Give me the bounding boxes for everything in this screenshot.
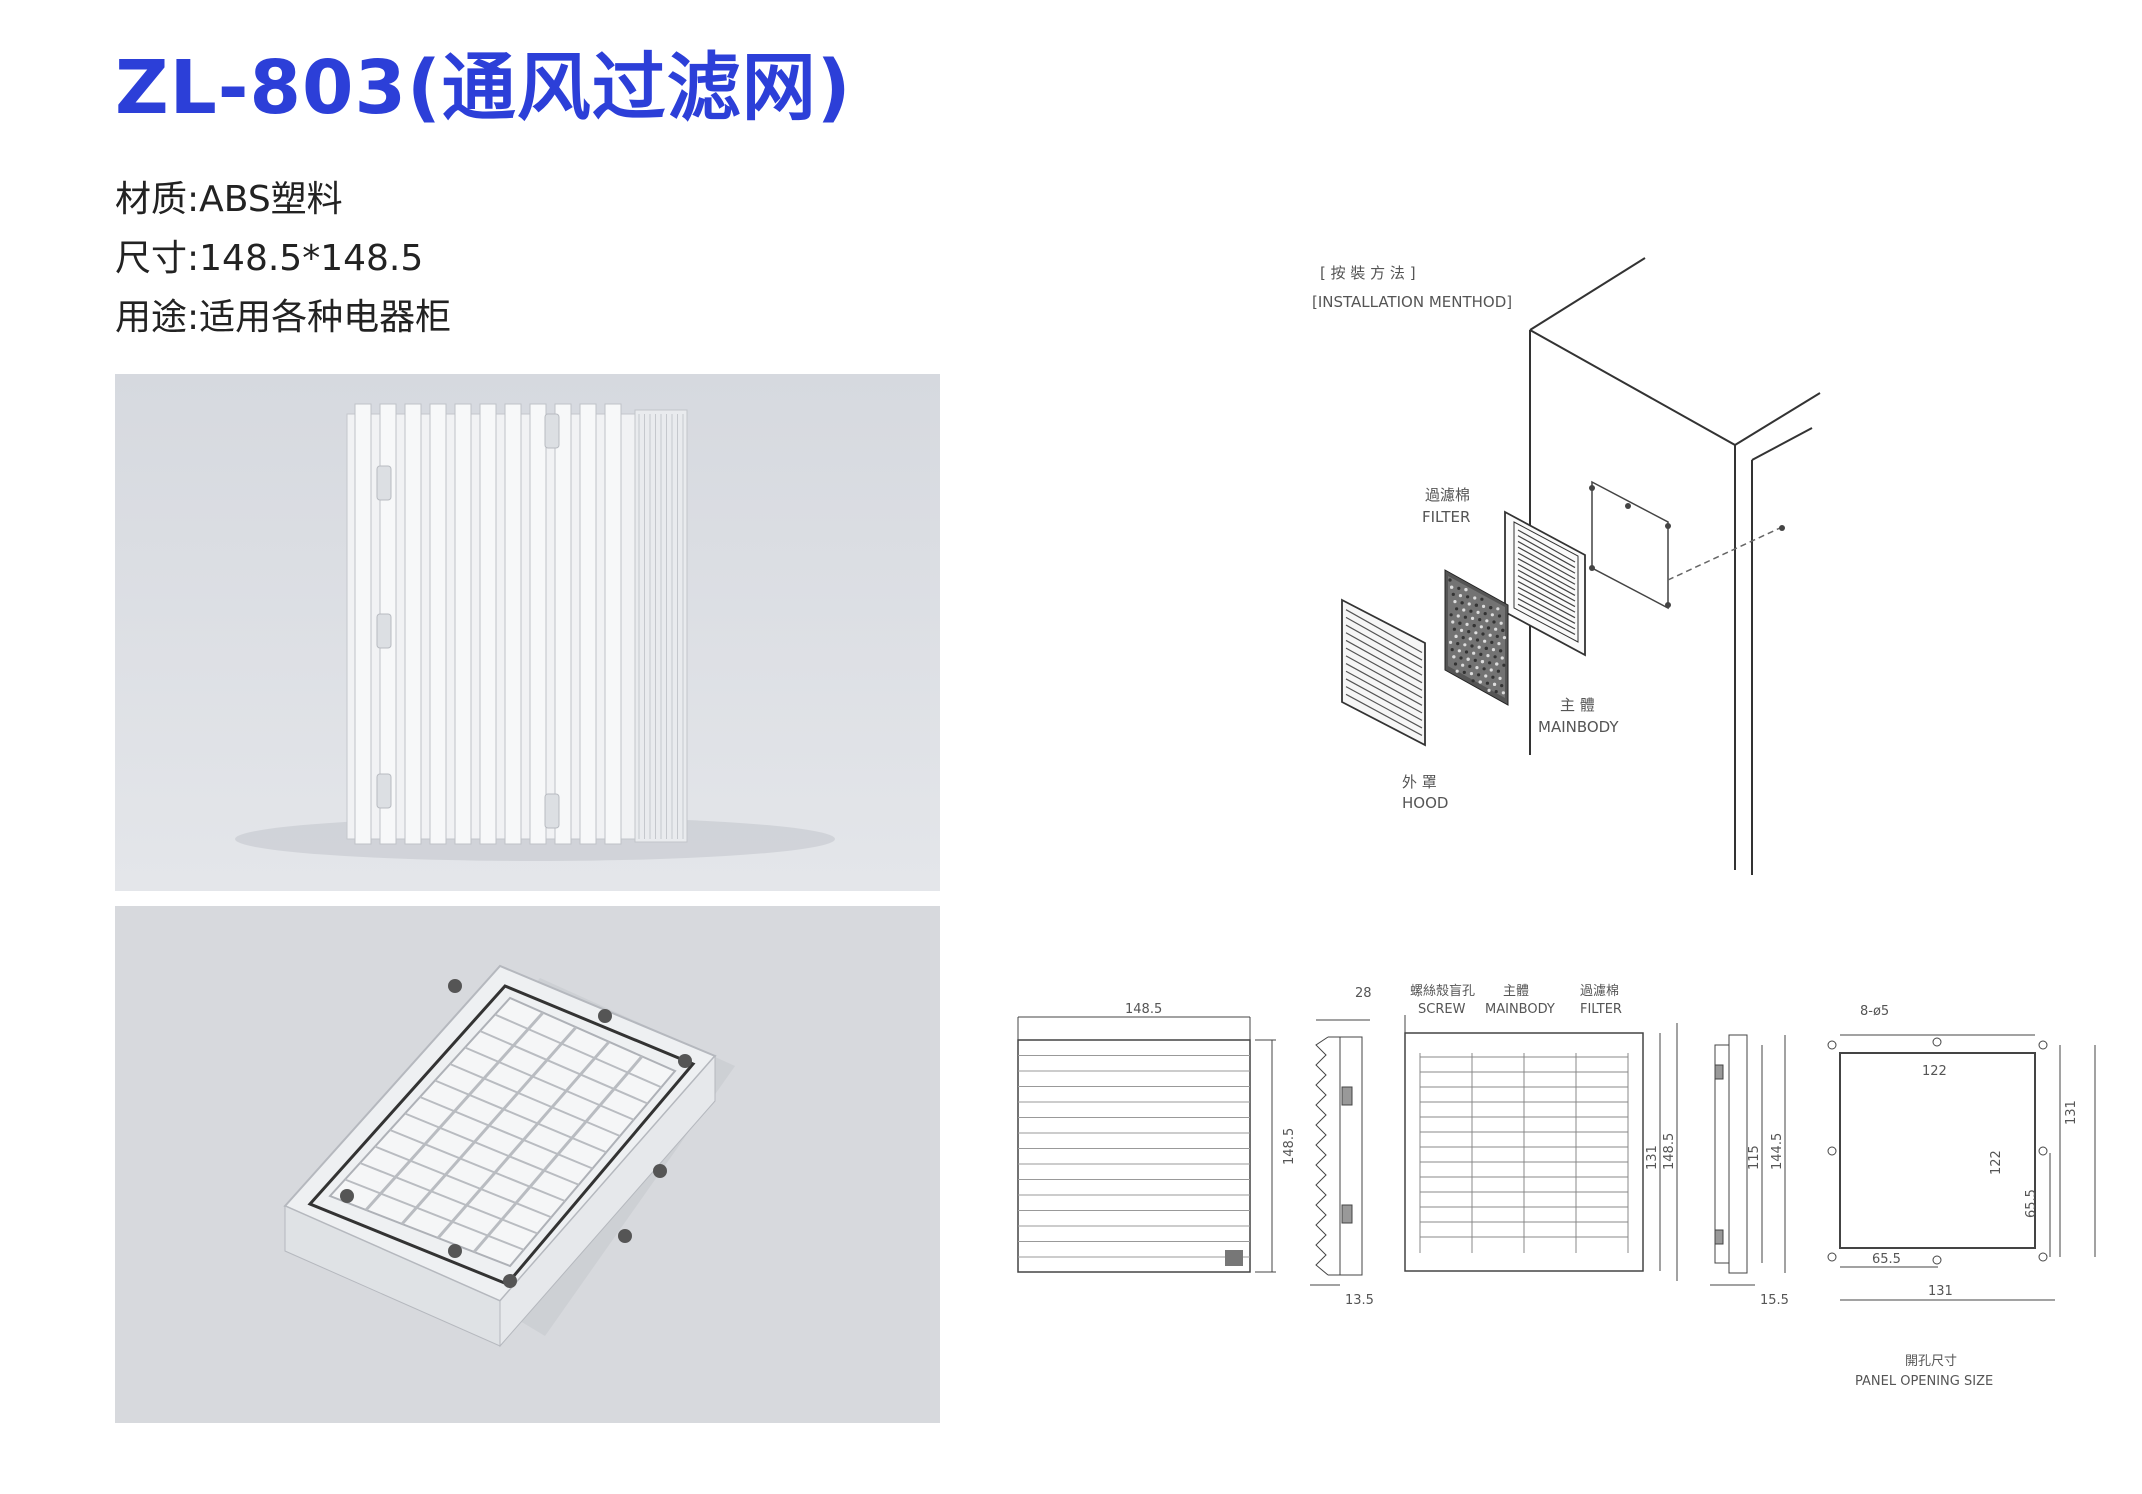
section-dim-144: 144.5 <box>1770 1133 1785 1170</box>
spec-usage: 用途:适用各种电器柜 <box>115 297 452 338</box>
product-photo-back <box>115 906 940 1423</box>
side-flange-label: 13.5 <box>1345 1293 1374 1308</box>
panel-dim-131-v: 131 <box>2064 1100 2079 1125</box>
filter-back-illustration <box>115 906 940 1423</box>
install-filter-cn: 過濾棉 <box>1425 486 1470 504</box>
panel-height-122: 122 <box>1989 1150 2004 1175</box>
panel-dim-65-h: 65.5 <box>1872 1252 1901 1267</box>
install-hood-cn: 外 罩 <box>1402 773 1437 791</box>
installation-diagram: [ 按 裝 方 法 ] [INSTALLATION MENTHOD] 過濾棉 F… <box>1312 257 1821 875</box>
front-width-label: 148.5 <box>1125 1002 1162 1017</box>
spec-material: 材质:ABS塑料 <box>115 179 343 220</box>
filter-label-en: FILTER <box>1580 1002 1622 1017</box>
panel-dim-65-v: 65.5 <box>2024 1189 2039 1218</box>
product-photo-front <box>115 374 940 891</box>
install-title-cn: [ 按 裝 方 法 ] <box>1320 264 1416 282</box>
install-title-en: [INSTALLATION MENTHOD] <box>1312 293 1512 311</box>
panel-caption-en: PANEL OPENING SIZE <box>1855 1374 1993 1389</box>
spec-size: 尺寸:148.5*148.5 <box>115 238 424 279</box>
main-label-en: MAINBODY <box>1485 1002 1555 1017</box>
filter-front-illustration <box>115 374 940 891</box>
section-dim-115: 115 <box>1747 1145 1762 1170</box>
main-label-cn: 主體 <box>1503 984 1529 999</box>
technical-drawings: 148.5 148.5 28 13.5 螺絲殼盲孔 SCREW 主體 MAINB… <box>1017 983 2096 1389</box>
section-dim-15: 15.5 <box>1760 1293 1789 1308</box>
screw-label-en: SCREW <box>1418 1002 1466 1017</box>
main-dim-148: 148.5 <box>1662 1133 1677 1170</box>
screw-label-cn: 螺絲殼盲孔 <box>1410 983 1475 999</box>
panel-caption-cn: 開孔尺寸 <box>1905 1354 1957 1369</box>
panel-dim-131-h: 131 <box>1928 1284 1953 1299</box>
side-depth-label: 28 <box>1355 986 1372 1001</box>
install-mainbody-en: MAINBODY <box>1538 718 1619 736</box>
holes-label: 8-ø5 <box>1860 1004 1889 1019</box>
install-hood-en: HOOD <box>1402 794 1448 812</box>
page-title: ZL-803(通风过滤网) <box>115 45 852 131</box>
panel-width-122: 122 <box>1922 1064 1947 1079</box>
filter-label-cn: 過濾棉 <box>1580 984 1619 999</box>
front-height-label: 148.5 <box>1282 1128 1297 1165</box>
install-filter-en: FILTER <box>1422 508 1470 526</box>
main-dim-131: 131 <box>1645 1145 1660 1170</box>
install-mainbody-cn: 主 體 <box>1560 696 1595 714</box>
